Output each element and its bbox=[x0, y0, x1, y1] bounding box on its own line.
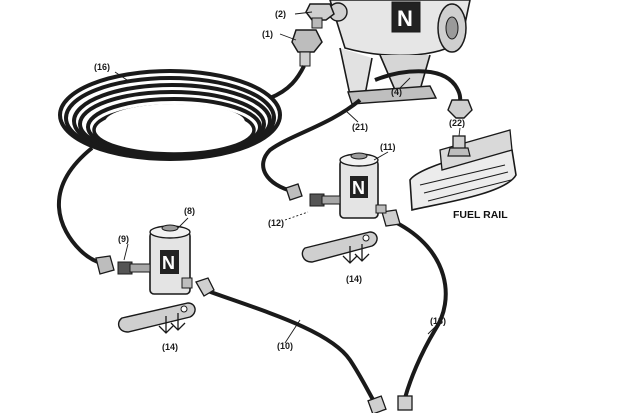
fitting-12 bbox=[285, 183, 341, 207]
hose-10-end-fitting bbox=[367, 395, 387, 413]
coiled-main-line bbox=[57, 65, 306, 266]
callout-22: (22) bbox=[449, 118, 465, 128]
bracket-14-right bbox=[301, 231, 378, 264]
bracket-14-left bbox=[117, 302, 196, 334]
fuel-rail: FUEL RAIL bbox=[409, 129, 517, 221]
callout-8: (8) bbox=[184, 206, 195, 216]
nitrous-bottle: N bbox=[328, 0, 471, 57]
fuel-rail-label: FUEL RAIL bbox=[453, 209, 508, 221]
hose-13 bbox=[394, 220, 448, 399]
hose-21 bbox=[261, 98, 362, 194]
bottle-valve bbox=[305, 3, 335, 29]
fitting-9 bbox=[95, 255, 151, 275]
solenoid-8-logo: N bbox=[162, 253, 175, 273]
callout-14-left: (14) bbox=[162, 342, 178, 352]
hose-10-start-fitting bbox=[195, 277, 215, 297]
solenoid-11-logo: N bbox=[352, 178, 365, 198]
leader-lines bbox=[114, 11, 461, 344]
callout-2: (2) bbox=[275, 9, 286, 19]
callout-10: (10) bbox=[277, 341, 293, 351]
callout-1: (1) bbox=[262, 29, 273, 39]
hose-10 bbox=[204, 288, 378, 407]
callout-11: (11) bbox=[380, 142, 396, 152]
callout-16: (16) bbox=[94, 62, 110, 72]
callout-12: (12) bbox=[268, 218, 284, 228]
callout-4: (4) bbox=[391, 87, 402, 97]
callout-21: (21) bbox=[352, 122, 368, 132]
adapter-fitting bbox=[291, 29, 323, 67]
callout-13: (13) bbox=[430, 316, 446, 326]
hose-13-start-fitting bbox=[381, 209, 401, 227]
bottle-logo: N bbox=[397, 6, 413, 31]
rail-fitting bbox=[447, 135, 471, 157]
fuel-solenoid: N bbox=[339, 152, 387, 219]
callout-9: (9) bbox=[118, 234, 129, 244]
callout-14-right: (14) bbox=[346, 274, 362, 284]
nitrous-solenoid: N bbox=[149, 224, 193, 295]
hose-13-end-fitting bbox=[397, 395, 413, 411]
hose-4-fitting bbox=[447, 99, 473, 119]
